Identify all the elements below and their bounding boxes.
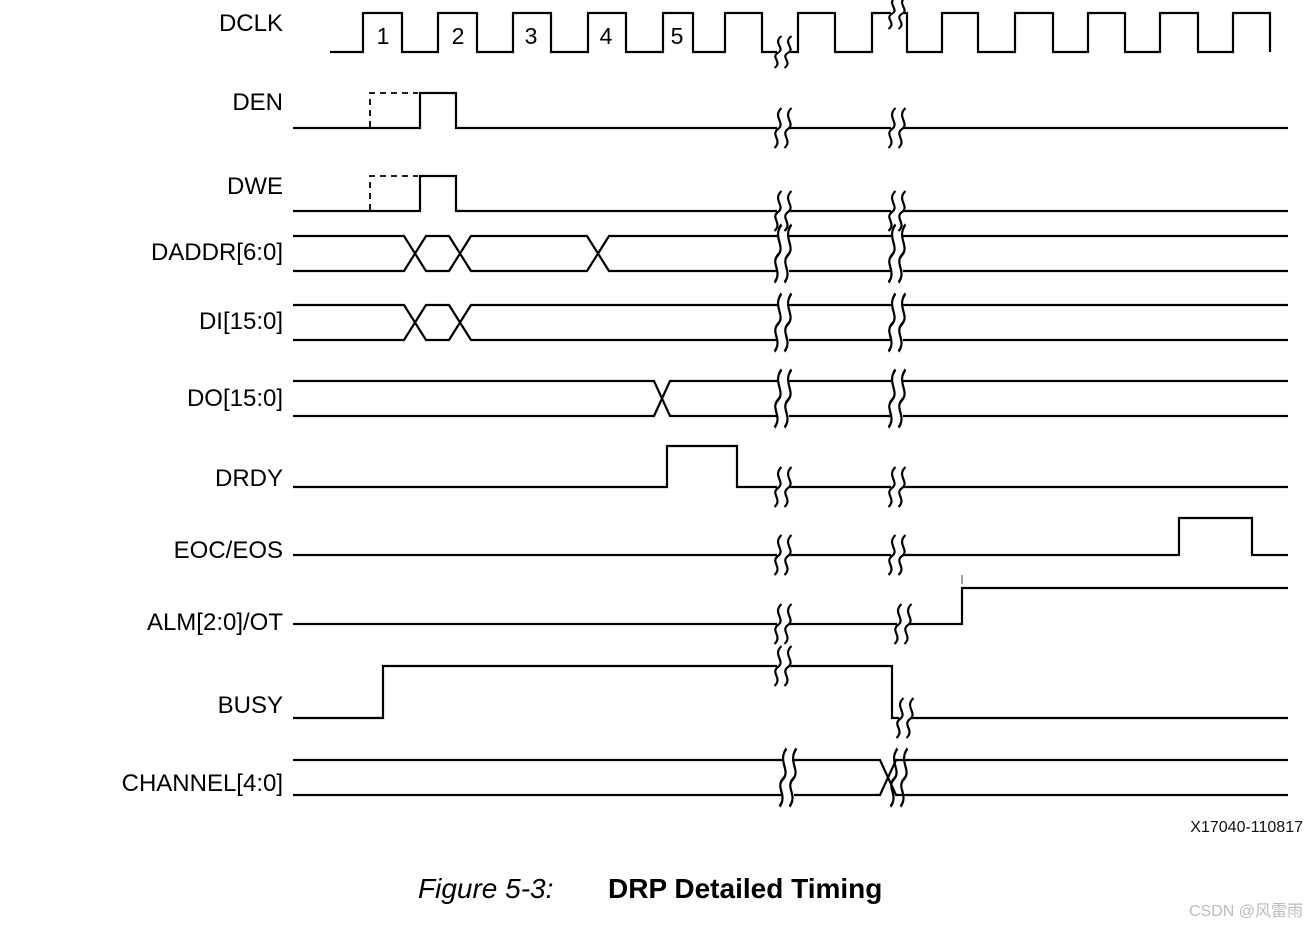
signal-label-dclk: DCLK [219, 10, 283, 37]
dwe-setup-dashed-edge [369, 175, 418, 210]
signal-row-daddr: DADDR[6:0] [151, 222, 1288, 285]
signal-label-daddr: DADDR[6:0] [151, 239, 283, 266]
time-break-mark [773, 465, 793, 509]
dwe-waveform [293, 174, 1288, 213]
watermark-text: CSDN @风雷雨 [1189, 903, 1303, 920]
time-break-mark [887, 465, 907, 509]
signal-row-do: DO[15:0] [187, 367, 1288, 430]
eoc-eos-waveform [293, 516, 1288, 557]
signal-row-busy: BUSY [218, 644, 1288, 740]
drdy-waveform [293, 444, 1288, 489]
channel-bus-waveform [293, 758, 1288, 797]
time-break-mark [886, 367, 908, 430]
time-break-mark [777, 746, 799, 809]
daddr-bus-waveform [293, 234, 1288, 273]
time-break-mark [887, 189, 907, 233]
signal-label-eoc-eos: EOC/EOS [174, 537, 283, 564]
signal-row-den: DEN [232, 89, 1288, 150]
alm-ot-waveform [293, 586, 1288, 626]
time-break-mark [895, 696, 915, 740]
clock-cycle-number-4: 4 [600, 23, 613, 49]
di-bus-waveform [293, 303, 1288, 342]
time-break-mark [887, 533, 907, 577]
clock-cycle-number-5: 5 [671, 23, 684, 49]
time-break-mark [773, 106, 793, 150]
den-setup-dashed-edge [369, 92, 418, 127]
signal-label-busy: BUSY [218, 692, 283, 719]
time-break-mark [773, 602, 793, 646]
time-break-mark [772, 291, 794, 354]
figure-caption: Figure 5-3: DRP Detailed Timing [418, 873, 882, 904]
time-break-mark [773, 533, 793, 577]
time-break-mark [887, 106, 907, 150]
signal-label-alm-ot: ALM[2:0]/OT [147, 609, 283, 636]
time-break-mark [773, 644, 793, 688]
den-waveform [293, 91, 1288, 130]
time-break-mark [773, 189, 793, 233]
signal-label-do: DO[15:0] [187, 385, 283, 412]
do-bus-waveform [293, 379, 1288, 418]
signal-row-dclk: DCLK 1 2 3 4 5 [219, 0, 1272, 70]
dclk-waveform [330, 11, 1272, 54]
time-break-mark [773, 34, 793, 70]
time-break-mark [772, 222, 794, 285]
signal-row-dwe: DWE [227, 173, 1288, 233]
figure-caption-title: DRP Detailed Timing [608, 873, 882, 904]
signal-row-channel: CHANNEL[4:0] [122, 746, 1288, 809]
clock-cycle-number-1: 1 [377, 23, 390, 49]
doc-number: X17040-110817 [1190, 819, 1303, 836]
figure-caption-label: Figure 5-3: [418, 873, 553, 904]
signal-row-eoc-eos: EOC/EOS [174, 516, 1288, 577]
time-break-mark [886, 222, 908, 285]
clock-cycle-number-2: 2 [452, 23, 465, 49]
time-break-mark [893, 602, 913, 646]
signal-row-drdy: DRDY [215, 444, 1288, 509]
clock-cycle-number-3: 3 [525, 23, 538, 49]
signal-label-channel: CHANNEL[4:0] [122, 770, 283, 797]
signal-row-di: DI[15:0] [199, 291, 1288, 354]
busy-waveform [293, 664, 1288, 720]
time-break-mark [772, 367, 794, 430]
signal-label-drdy: DRDY [215, 465, 283, 492]
time-break-mark [887, 0, 907, 31]
time-break-mark [886, 291, 908, 354]
signal-label-di: DI[15:0] [199, 308, 283, 335]
signal-label-den: DEN [232, 89, 283, 116]
signal-label-dwe: DWE [227, 173, 283, 200]
signal-row-alm-ot: ALM[2:0]/OT [147, 575, 1288, 646]
